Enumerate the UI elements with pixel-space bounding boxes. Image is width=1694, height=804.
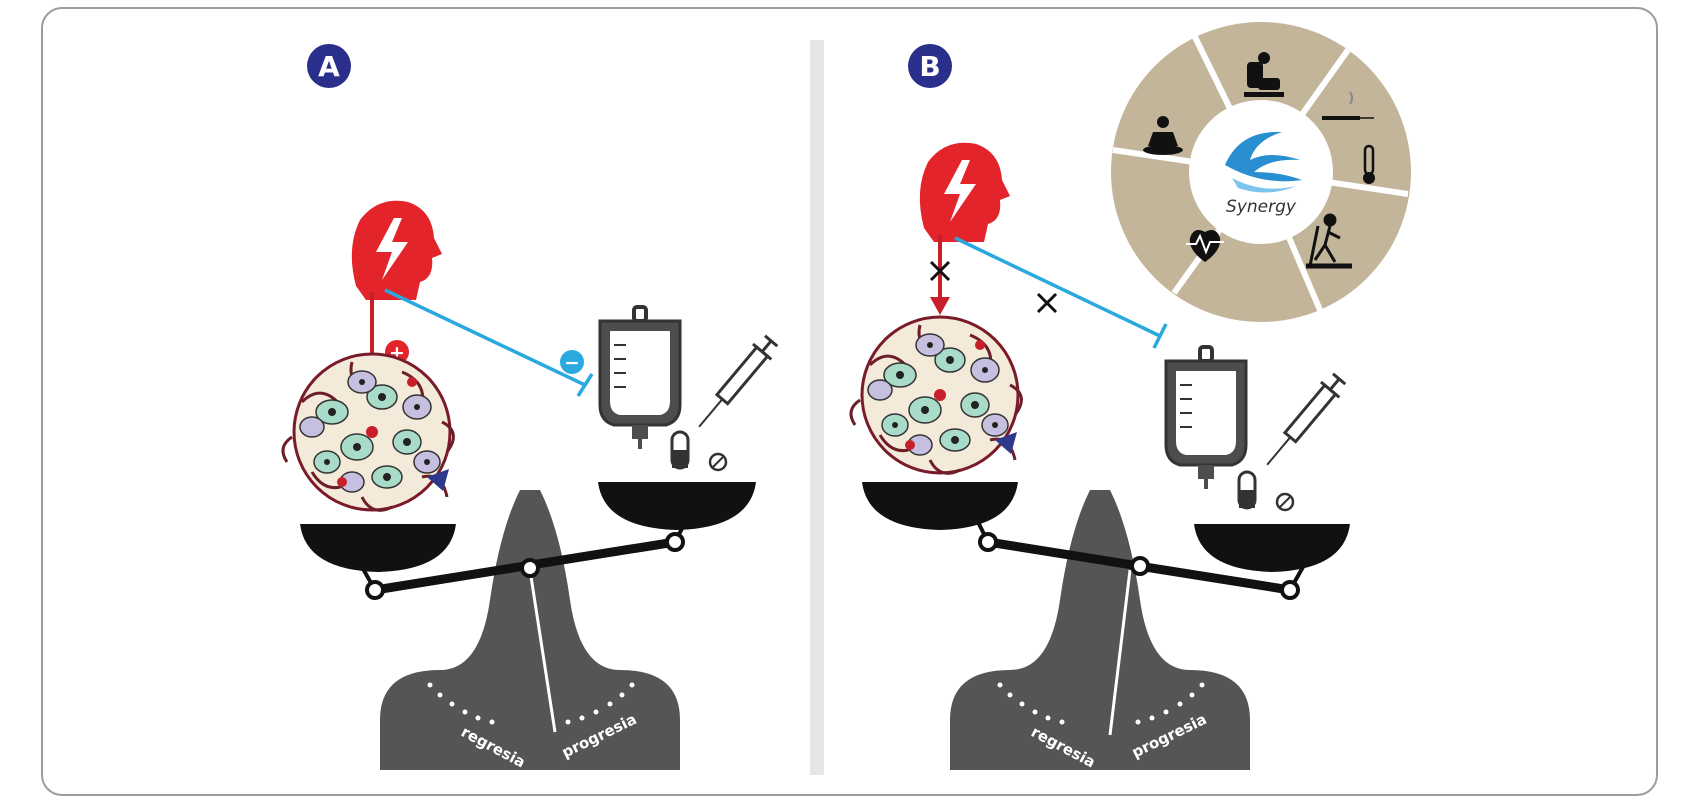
panel-a: A + − regresia progresia <box>281 44 782 771</box>
minus-sign: − <box>564 352 580 374</box>
block-x-icon <box>929 260 951 282</box>
panel-b-label: B <box>919 50 940 83</box>
treadmill-icon <box>1306 213 1352 269</box>
heart-rate-icon <box>1186 230 1224 262</box>
minus-badge-icon <box>560 350 584 374</box>
left-pan <box>862 482 1018 530</box>
right-pivot <box>1280 580 1300 600</box>
panel-a-label: A <box>318 50 340 83</box>
panel-a-badge <box>307 44 351 88</box>
inhibition-line <box>384 288 586 387</box>
synergy-label: Synergy <box>1226 197 1297 217</box>
right-pivot <box>665 532 685 552</box>
block-x-icon <box>1036 292 1058 314</box>
acupuncture-icon <box>1322 91 1374 120</box>
synergy-wheel: Synergy <box>1111 22 1411 322</box>
synergy-logo-icon <box>1225 131 1302 193</box>
synergy-center <box>1189 100 1333 244</box>
massage-chair-icon <box>1244 52 1284 97</box>
figure-frame <box>41 7 1658 796</box>
right-pan <box>598 482 756 530</box>
left-pivot <box>978 532 998 552</box>
scale-needle <box>528 569 557 733</box>
meditation-icon <box>1143 116 1183 155</box>
blocked-inhibition-line <box>954 236 1161 338</box>
scale-needle <box>1108 569 1132 736</box>
center-pivot <box>520 558 540 578</box>
center-pivot <box>1130 556 1150 576</box>
panel-b: B Synergy <box>849 22 1411 771</box>
right-pan <box>1194 524 1350 572</box>
thermometer-icon <box>1363 144 1375 184</box>
panel-divider <box>810 40 824 775</box>
left-pan <box>300 524 456 572</box>
panel-b-badge <box>908 44 952 88</box>
left-pivot <box>365 580 385 600</box>
